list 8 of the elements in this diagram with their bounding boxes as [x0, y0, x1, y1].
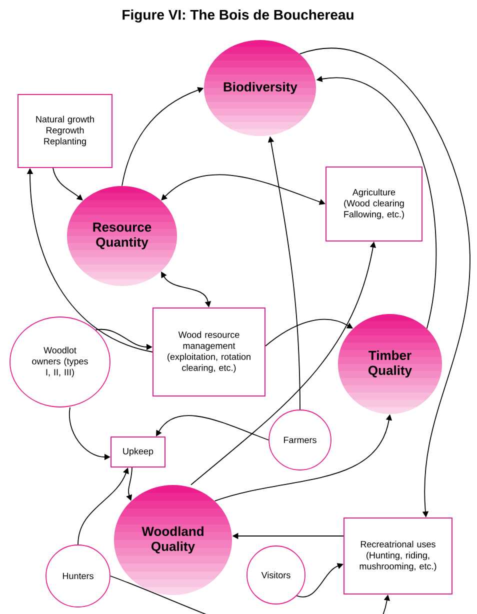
- arrow: [52, 168, 83, 200]
- process-box: Wood resource management (exploitation, rotation clearing, etc.): [152, 308, 266, 396]
- factor-box: Recreatrional uses (Hunting, riding, mushrooming, etc.): [344, 518, 452, 594]
- factor-box: Upkeep: [110, 436, 166, 468]
- factor-box: Agriculture (Wood clearing Fallowing, etc.): [326, 166, 422, 242]
- factor-box: Natural growth Regrowth Replanting: [18, 94, 112, 168]
- arrow: [156, 415, 269, 440]
- figure-title: Figure VI: The Bois de Bouchereau: [122, 9, 354, 23]
